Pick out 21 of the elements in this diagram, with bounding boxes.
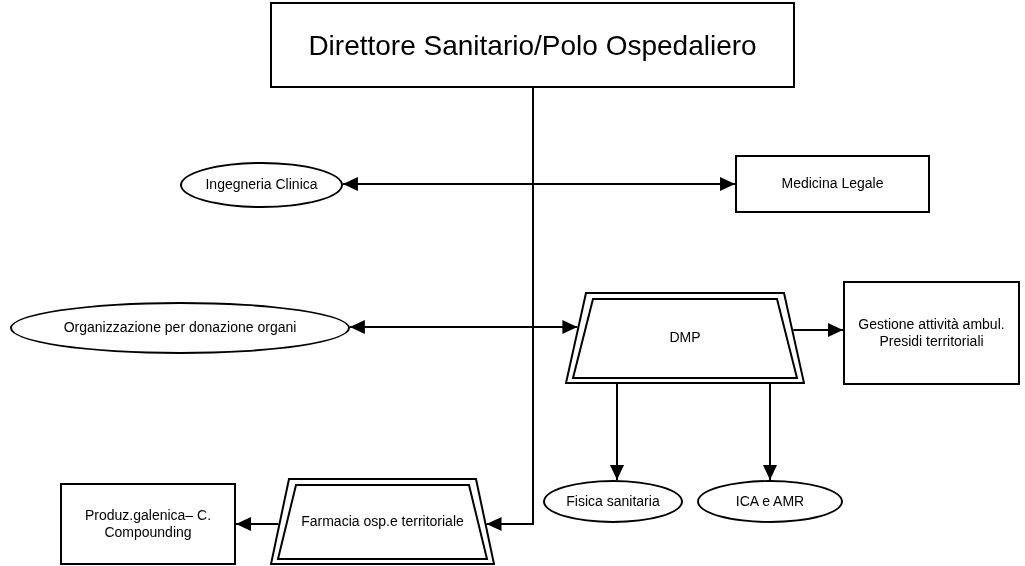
node-label: Direttore Sanitario/Polo Ospedaliero [307, 28, 758, 63]
title-box [270, 2, 795, 88]
node-label: Gestione attività ambul. Presidi territoriali [857, 315, 1006, 351]
node-label: Ingegneria Clinica [204, 176, 319, 194]
node-label: DMP [668, 329, 702, 347]
node-label: ICA e AMR [734, 492, 806, 511]
arrow [763, 383, 777, 481]
arrow [235, 517, 280, 531]
arrow [341, 177, 736, 191]
unit-box [735, 155, 930, 213]
node-label: Farmacia osp.e territoriale [300, 512, 465, 531]
arrow [610, 383, 624, 482]
node-label: Organizzazione per donazione organi [62, 319, 298, 337]
arrow [348, 320, 579, 334]
node-label: Produz.galenica– C. Compounding [83, 506, 213, 542]
node-label: Fisica sanitaria [565, 492, 661, 511]
unit-box [843, 281, 1020, 385]
unit-box [60, 483, 236, 565]
node-label: Medicina Legale [780, 175, 885, 193]
arrow [792, 323, 844, 337]
arrow [485, 87, 534, 531]
